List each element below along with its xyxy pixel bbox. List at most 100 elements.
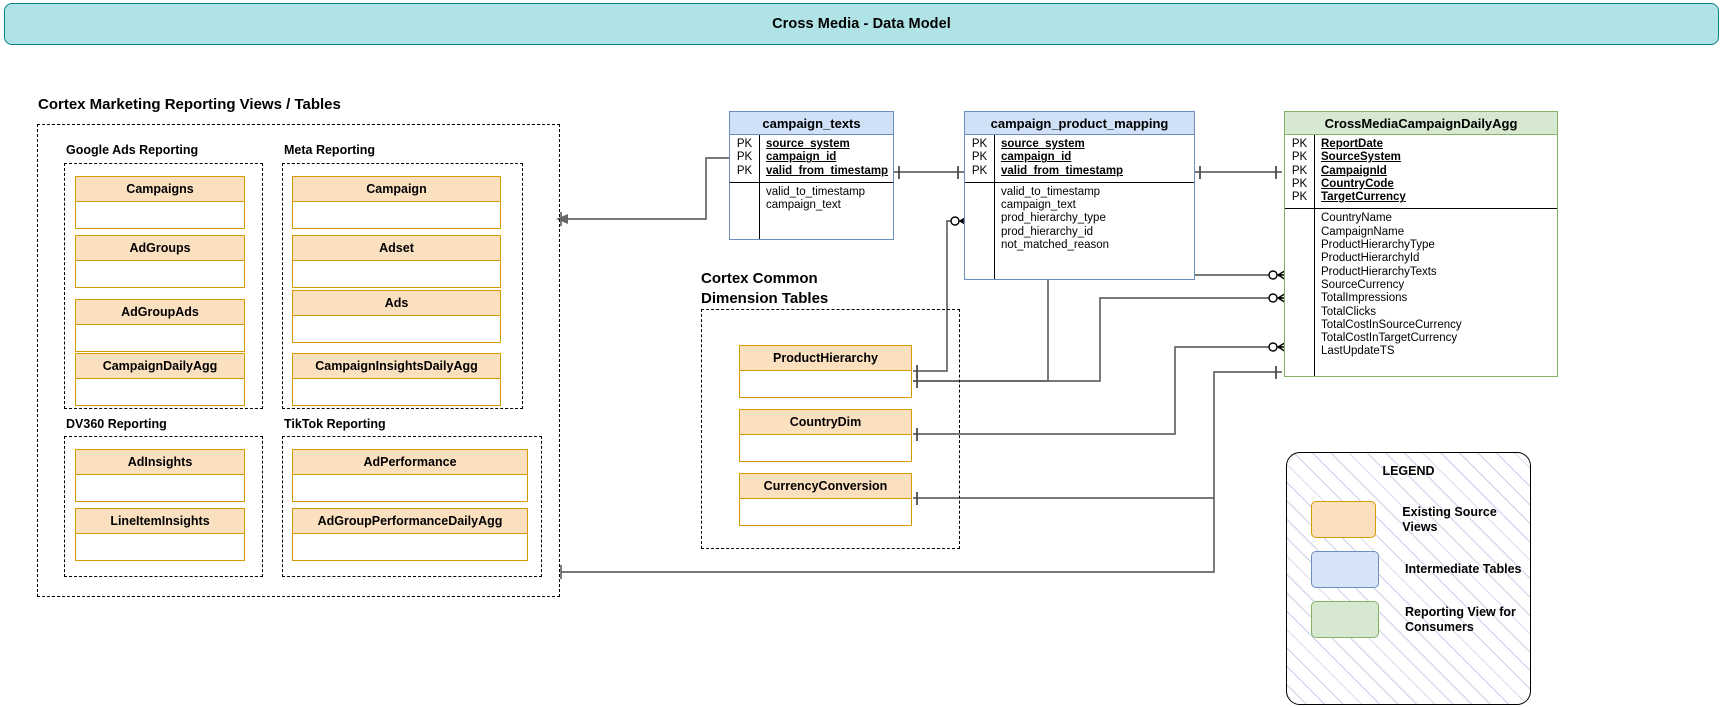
entity-adgroupads[interactable]: AdGroupAds [75, 299, 245, 352]
legend-panel: LEGEND Existing Source Views Intermediat… [1286, 452, 1531, 705]
attr-marker-column [965, 182, 995, 279]
table-campaign-texts[interactable]: campaign_texts PK PK PK source_system ca… [729, 111, 894, 240]
reporting-section-heading: Cortex Marketing Reporting Views / Table… [38, 96, 341, 113]
attr-name-column: valid_to_timestamp campaign_text [760, 183, 893, 239]
entity-body [292, 202, 501, 229]
pk-field: campaign_id [766, 151, 837, 164]
entity-body [75, 202, 245, 229]
entity-body [75, 325, 245, 352]
group-container-meta [282, 163, 523, 409]
attr-name-column: CountryName CampaignName ProductHierarch… [1315, 209, 1557, 376]
entity-title: Adset [292, 235, 501, 261]
entity-title: ProductHierarchy [739, 345, 912, 371]
entity-adset[interactable]: Adset [292, 235, 501, 288]
entity-title: AdPerformance [292, 449, 528, 475]
entity-countrydim[interactable]: CountryDim [739, 409, 912, 462]
entity-campaigns[interactable]: Campaigns [75, 176, 245, 229]
page-title: Cross Media - Data Model [772, 16, 951, 32]
common-dimensions-container [701, 309, 960, 549]
pk-marker: PK [736, 138, 753, 150]
attr-marker-column [730, 182, 760, 239]
table-body: PK PK PK source_system campaign_id valid… [964, 135, 1195, 280]
entity-title: Ads [292, 290, 501, 316]
entity-lineiteminsights[interactable]: LineItemInsights [75, 508, 245, 561]
entity-campaigninsightsdailyagg[interactable]: CampaignInsightsDailyAgg [292, 353, 501, 406]
entity-body [292, 475, 528, 502]
entity-body [75, 475, 245, 502]
entity-ads[interactable]: Ads [292, 290, 501, 343]
pk-marker: PK [1291, 164, 1308, 177]
attribute: TotalCostInTargetCurrency [1321, 332, 1458, 345]
entity-adperformance[interactable]: AdPerformance [292, 449, 528, 502]
diagram-title-banner: Cross Media - Data Model [4, 3, 1719, 45]
pk-marker: PK [736, 151, 753, 164]
attribute: valid_to_timestamp [1001, 185, 1101, 198]
attribute: valid_to_timestamp [766, 185, 866, 198]
pk-field: valid_from_timestamp [1001, 164, 1124, 177]
entity-title: AdGroupPerformanceDailyAgg [292, 508, 528, 534]
entity-title: Campaigns [75, 176, 245, 202]
pk-field: source_system [766, 138, 850, 150]
table-body: PK PK PK PK PK ReportDate SourceSystem C… [1284, 135, 1558, 378]
pk-marker: PK [1291, 177, 1308, 190]
attribute-block: valid_to_timestamp campaign_text prod_hi… [965, 182, 1194, 279]
attr-name-column: valid_to_timestamp campaign_text prod_hi… [995, 183, 1194, 279]
entity-title: AdGroupAds [75, 299, 245, 325]
attribute: TotalCostInSourceCurrency [1321, 318, 1462, 331]
pk-marker-column: PK PK PK PK PK [1285, 135, 1315, 209]
attribute: CountryName [1321, 212, 1392, 225]
pk-name-column: source_system campaign_id valid_from_tim… [995, 135, 1194, 182]
legend-label: Intermediate Tables [1405, 562, 1522, 576]
pk-field: TargetCurrency [1321, 191, 1406, 204]
entity-body [739, 371, 912, 398]
reporting-section-container [37, 124, 560, 597]
entity-campaign[interactable]: Campaign [292, 176, 501, 229]
entity-title: AdInsights [75, 449, 245, 475]
attribute: CampaignName [1321, 225, 1405, 238]
table-title: campaign_texts [729, 111, 894, 135]
table-crossmedia-campaign-daily-agg[interactable]: CrossMediaCampaignDailyAgg PK PK PK PK P… [1284, 111, 1558, 378]
pk-marker: PK [736, 164, 753, 177]
entity-body [75, 534, 245, 561]
entity-adinsights[interactable]: AdInsights [75, 449, 245, 502]
pk-name-column: source_system campaign_id valid_from_tim… [760, 135, 893, 182]
legend-item-reporting-view: Reporting View for Consumers [1311, 601, 1516, 638]
common-dimensions-heading: Cortex Common Dimension Tables [701, 270, 829, 307]
entity-title: CountryDim [739, 409, 912, 435]
pk-block: PK PK PK PK PK ReportDate SourceSystem C… [1285, 135, 1557, 210]
attribute: prod_hierarchy_id [1001, 225, 1094, 238]
entity-adgroups[interactable]: AdGroups [75, 235, 245, 288]
legend-label: Reporting View for Consumers [1405, 604, 1516, 634]
attribute: LastUpdateTS [1321, 345, 1395, 358]
entity-adgroupperformancedailyagg[interactable]: AdGroupPerformanceDailyAgg [292, 508, 528, 561]
group-container-dv360 [64, 436, 263, 577]
pk-marker: PK [971, 151, 988, 164]
pk-marker: PK [1291, 151, 1308, 164]
pk-marker-column: PK PK PK [730, 135, 760, 182]
attribute: TotalImpressions [1321, 292, 1408, 305]
group-container-google-ads [64, 163, 263, 409]
attribute-block: valid_to_timestamp campaign_text [730, 182, 893, 239]
entity-producthierarchy[interactable]: ProductHierarchy [739, 345, 912, 398]
table-campaign-product-mapping[interactable]: campaign_product_mapping PK PK PK source… [964, 111, 1195, 280]
table-title: CrossMediaCampaignDailyAgg [1284, 111, 1558, 135]
group-label-dv360: DV360 Reporting [66, 417, 167, 431]
legend-swatch-orange [1311, 501, 1377, 538]
entity-campaigndailyagg[interactable]: CampaignDailyAgg [75, 353, 245, 406]
group-label-google-ads: Google Ads Reporting [66, 143, 199, 157]
entity-currencyconversion[interactable]: CurrencyConversion [739, 473, 912, 526]
attribute: ProductHierarchyTexts [1321, 265, 1437, 278]
legend-item-existing-source-views: Existing Source Views [1311, 501, 1530, 538]
legend-swatch-blue [1311, 551, 1379, 588]
pk-field: CampaignId [1321, 164, 1387, 177]
attribute: campaign_text [1001, 199, 1076, 212]
entity-body [292, 379, 501, 406]
pk-field: CountryCode [1321, 177, 1394, 190]
table-body: PK PK PK source_system campaign_id valid… [729, 135, 894, 240]
pk-block: PK PK PK source_system campaign_id valid… [730, 135, 893, 183]
pk-block: PK PK PK source_system campaign_id valid… [965, 135, 1194, 183]
entity-title: CampaignInsightsDailyAgg [292, 353, 501, 379]
pk-field: campaign_id [1001, 151, 1072, 164]
attribute-block: CountryName CampaignName ProductHierarch… [1285, 209, 1557, 377]
